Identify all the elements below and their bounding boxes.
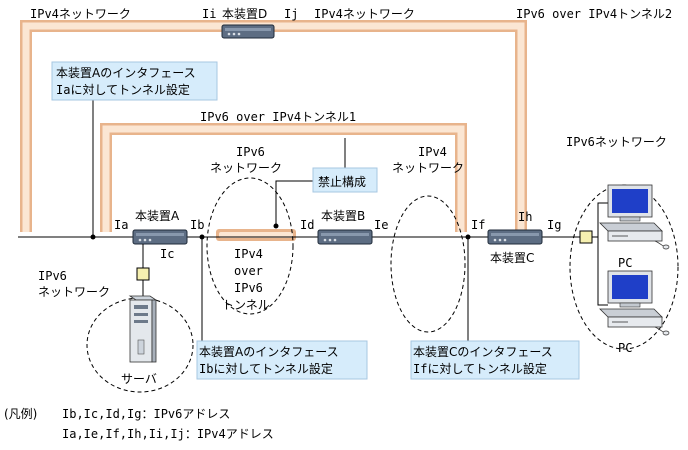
device-b-router: [317, 229, 373, 245]
label-ib: Ib: [190, 218, 204, 232]
ipv6-network-ellipse-mid: [206, 177, 294, 315]
label-ig: Ig: [547, 218, 561, 232]
label-if: If: [471, 218, 485, 232]
label-device-d: 本装置D: [222, 7, 267, 21]
server-icon: [128, 295, 158, 363]
note-c-if-line2: Ifに対してトンネル設定: [413, 361, 547, 376]
note-a-ib-line1: 本装置Aのインタフェース: [199, 345, 339, 359]
label-ii: Ii: [202, 7, 216, 21]
label-ipv4-net-top-right: IPv4ネットワーク: [314, 7, 415, 21]
label-ij: Ij: [284, 7, 298, 21]
ipv6-network-ellipse-left: [86, 297, 194, 393]
label-ie: Ie: [374, 218, 388, 232]
note-a-ib-box: [196, 340, 368, 380]
label-device-b: 本装置B: [321, 209, 365, 223]
label-ic: Ic: [160, 247, 174, 261]
label-ipv6-mid-1: IPv6: [236, 145, 265, 159]
forbidden-box: [312, 167, 378, 193]
forbidden-dot: [273, 223, 279, 229]
legend-title: (凡例): [4, 407, 37, 421]
hub-left: [136, 267, 150, 281]
note-c-if-line1: 本装置Cのインタフェース: [413, 345, 553, 359]
label-ipv6-left-2: ネットワーク: [38, 285, 110, 299]
label-device-c: 本装置C: [490, 251, 534, 265]
label-pc2: PC: [618, 341, 632, 355]
device-c-router: [487, 229, 543, 245]
label-inner-tunnel-4: トンネル: [222, 298, 270, 312]
label-ipv4-mid-2: ネットワーク: [392, 161, 464, 175]
label-inner-tunnel-2: over: [234, 264, 263, 278]
device-a-router: [132, 229, 188, 245]
label-tunnel2: IPv6 over IPv4トンネル2: [516, 7, 672, 21]
label-device-a: 本装置A: [135, 209, 180, 223]
note-a-ia-line1: 本装置Aのインタフェース: [56, 66, 196, 80]
pc1-icon: [599, 184, 670, 250]
note-a-ia-box: [51, 61, 218, 101]
note-a-ib-line2: Ibに対してトンネル設定: [199, 361, 333, 376]
pc2-icon: [599, 270, 670, 336]
legend-line1: Ib,Ic,Id,Ig：IPv6アドレス: [62, 407, 230, 421]
pc2-link: [597, 237, 608, 306]
hub-right: [579, 230, 593, 244]
label-ipv6-net-right: IPv6ネットワーク: [566, 135, 667, 149]
label-tunnel1: IPv6 over IPv4トンネル1: [200, 110, 356, 124]
label-inner-tunnel-3: IPv6: [234, 281, 263, 295]
label-inner-tunnel-1: IPv4: [234, 247, 263, 261]
label-ih: Ih: [518, 210, 532, 224]
note-c-if-box: [410, 340, 580, 380]
label-pc1: PC: [618, 256, 632, 270]
ipv4-network-ellipse-mid: [390, 195, 466, 333]
forbidden-leader: [275, 180, 318, 225]
ipv4-over-ipv6-tunnel: [216, 229, 296, 241]
label-ipv6-left-1: IPv6: [38, 269, 67, 283]
note-a-ia-line2: Iaに対してトンネル設定: [56, 82, 190, 97]
legend-line2: Ia,Ie,If,Ih,Ii,Ij：IPv4アドレス: [62, 427, 274, 441]
label-id: Id: [300, 218, 314, 232]
label-server: サーバ: [121, 372, 157, 386]
label-ipv4-mid-1: IPv4: [418, 145, 447, 159]
label-ipv4-net-top-left: IPv4ネットワーク: [30, 7, 131, 21]
label-ipv6-mid-2: ネットワーク: [210, 161, 282, 175]
device-d-router: [221, 24, 275, 39]
pc1-link: [592, 202, 608, 238]
label-ia: Ia: [114, 218, 128, 232]
tunnel-1: [100, 123, 467, 232]
label-forbidden: 禁止構成: [318, 175, 366, 189]
